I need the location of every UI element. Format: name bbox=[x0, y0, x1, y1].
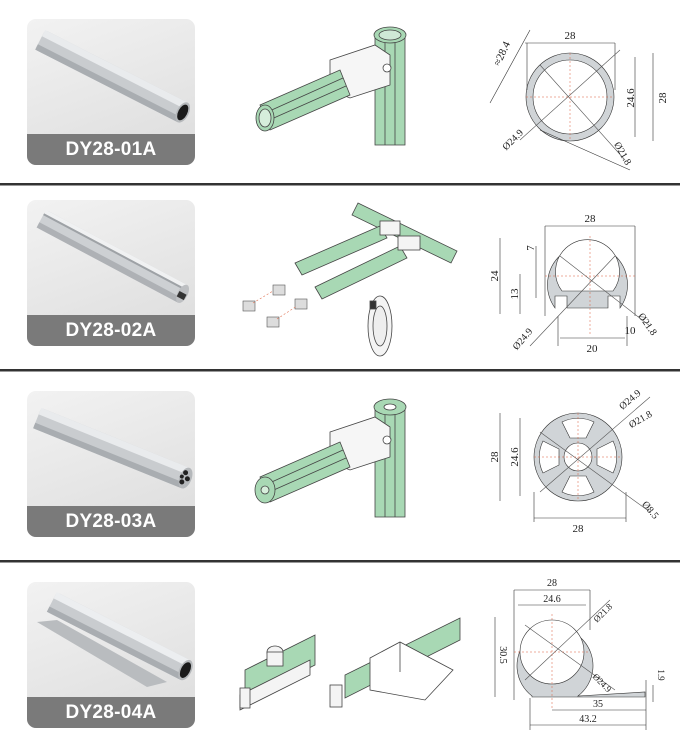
caster-frame-assembly-illustration bbox=[242, 202, 458, 357]
tee-joint-assembly-illustration bbox=[254, 398, 407, 518]
product-card: DY28-03A bbox=[27, 391, 195, 537]
dim-inner-diameter: Ø21.8 bbox=[627, 409, 654, 431]
product-card: DY28-02A bbox=[27, 200, 195, 346]
product-card: DY28-04A bbox=[27, 582, 195, 728]
dim-inner-height: 24.6 bbox=[625, 88, 637, 108]
model-label: DY28-03A bbox=[27, 506, 195, 537]
section-divider bbox=[0, 369, 680, 372]
product-row-dy28-04a: DY28-04A 28 24.6 30.5 bbox=[0, 563, 680, 745]
dim-total-length: 43.2 bbox=[579, 714, 597, 725]
section-divider bbox=[0, 560, 680, 563]
product-row-dy28-02a: DY28-02A 28 24 bbox=[0, 186, 680, 370]
dim-inner-diameter: Ø21.8 bbox=[635, 311, 658, 338]
dim-diagonal: ≈28.4 bbox=[491, 39, 513, 67]
dim-width: 28 bbox=[565, 30, 577, 42]
dim-lip: 10 bbox=[625, 325, 637, 337]
dim-width: 28 bbox=[547, 578, 557, 589]
cross-section-drawing: 28 24 7 13 Ø24.9 Ø21.8 10 20 bbox=[489, 213, 659, 355]
dim-height: 30.5 bbox=[497, 646, 508, 664]
dim-height: 28 bbox=[489, 451, 501, 463]
product-card: DY28-01A bbox=[27, 19, 195, 165]
dim-width: 28 bbox=[573, 523, 585, 535]
product-row-dy28-03a: DY28-03A 28 24.6 bbox=[0, 372, 680, 560]
dim-flange-length: 35 bbox=[593, 699, 603, 710]
cross-section-drawing: 28 24.6 28 Ø24.9 Ø21.8 Ø8.5 bbox=[489, 388, 660, 535]
pipe-photo bbox=[36, 209, 190, 303]
dim-inner-width: 24.6 bbox=[543, 594, 561, 605]
model-label: DY28-01A bbox=[27, 134, 195, 165]
dim-height: 28 bbox=[657, 92, 669, 104]
model-label: DY28-02A bbox=[27, 315, 195, 346]
flange-panel-assembly-illustration bbox=[239, 617, 461, 711]
dim-outer-diameter: Ø24.9 bbox=[617, 388, 643, 412]
dim-inner-height: 24.6 bbox=[509, 447, 521, 467]
pipe-photo bbox=[37, 592, 193, 687]
dim-height: 24 bbox=[489, 270, 501, 282]
dim-inner-diameter: Ø21.8 bbox=[591, 601, 614, 624]
dim-outer-diameter: Ø24.9 bbox=[591, 671, 614, 694]
pipe-photo bbox=[35, 29, 191, 123]
tee-joint-assembly-illustration bbox=[255, 26, 407, 146]
dim-slot-width: 20 bbox=[587, 343, 599, 355]
dim-outer-diameter: Ø24.9 bbox=[501, 128, 526, 153]
dim-slot-depth: 7 bbox=[525, 245, 537, 251]
dim-slot-height: 13 bbox=[509, 288, 521, 300]
dim-width: 28 bbox=[585, 213, 597, 225]
cross-section-drawing: 28 24.6 30.5 Ø21.8 Ø24.9 1.9 35 43.2 bbox=[494, 578, 666, 730]
model-label: DY28-04A bbox=[27, 697, 195, 728]
dim-center-diameter: Ø8.5 bbox=[639, 499, 660, 521]
pipe-photo bbox=[33, 407, 193, 489]
product-row-dy28-01a: DY28-01A 28 24.6 28 ≈28.4 Ø24 bbox=[0, 0, 680, 184]
dim-flange-thickness: 1.9 bbox=[656, 669, 666, 681]
section-divider bbox=[0, 183, 680, 186]
cross-section-drawing: 28 24.6 28 ≈28.4 Ø24.9 Ø21.8 bbox=[489, 29, 669, 171]
dim-outer-diameter: Ø24.9 bbox=[511, 326, 535, 352]
